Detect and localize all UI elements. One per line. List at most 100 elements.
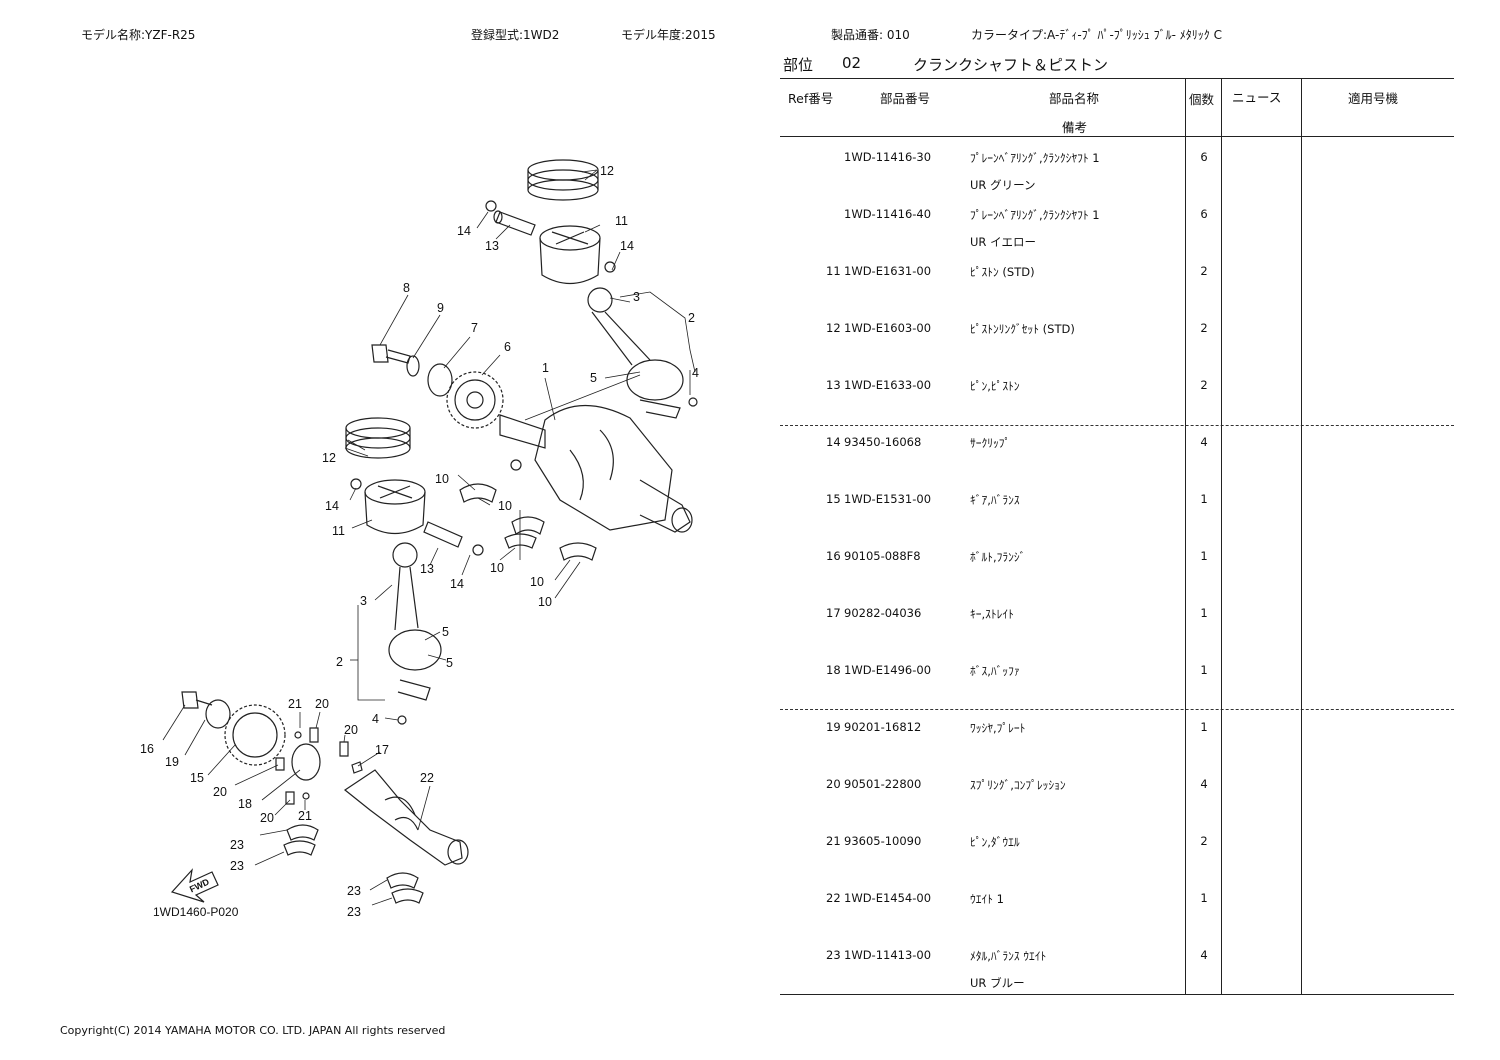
callout: 10 — [538, 595, 552, 609]
row-part-name: ｻｰｸﾘｯﾌﾟ — [970, 436, 1011, 450]
row-qty: 2 — [1200, 378, 1208, 392]
gear-6 — [446, 371, 504, 429]
parts-diagram: 12 14 13 11 14 8 9 7 6 1 3 2 5 4 12 14 1… — [140, 159, 699, 919]
row-part-name: ｽﾌﾟﾘﾝｸﾞ,ｺﾝﾌﾟﾚｯｼｮﾝ — [970, 778, 1066, 792]
spring-20-d — [285, 791, 295, 805]
row-ref: 15 — [826, 492, 841, 506]
callout: 20 — [213, 785, 227, 799]
row-part-name: ﾋﾟﾝ,ﾋﾟｽﾄﾝ — [970, 379, 1020, 393]
spring-20-c — [275, 757, 285, 771]
buffer-boss-18 — [291, 743, 321, 781]
row-part-name: ﾋﾟﾝ,ﾀﾞｳｴﾙ — [970, 835, 1020, 849]
balance-weight-metals-23 — [283, 824, 424, 904]
row-ref: 12 — [826, 321, 841, 335]
row-qty: 2 — [1200, 264, 1208, 278]
row-ref: 23 — [826, 948, 841, 962]
header-applicable: 適用号機 — [1348, 91, 1399, 106]
row-part-name: ﾜｯｼﾔ,ﾌﾟﾚｰﾄ — [970, 721, 1026, 735]
row-qty: 2 — [1200, 321, 1208, 335]
fwd-label: FWD — [188, 876, 211, 894]
callout: 21 — [298, 809, 312, 823]
row-part-name: ﾒﾀﾙ,ﾊﾞﾗﾝｽ ｳｴｲﾄ — [970, 949, 1047, 963]
col-divider — [1221, 78, 1222, 994]
header-news: ニュース — [1232, 90, 1282, 105]
callout: 19 — [165, 755, 179, 769]
spring-20-b — [339, 741, 349, 757]
spring-20-a — [309, 727, 319, 743]
model-name: モデル名称:YZF-R25 — [81, 28, 196, 42]
diagram-labels: 12 14 13 11 14 8 9 7 6 1 3 2 5 4 12 14 1… — [140, 164, 699, 919]
color-type: カラータイプ:A-ﾃﾞｨ-ﾌﾟ ﾊﾟ-ﾌﾟﾘｯｼｭ ﾌﾞﾙ- ﾒﾀﾘｯｸ C — [971, 28, 1222, 42]
row-part-no: 1WD-11416-30 — [844, 150, 932, 164]
row-qty: 1 — [1200, 891, 1208, 905]
dowel-pin-21-b — [302, 792, 310, 800]
piston-lower — [364, 479, 426, 535]
section-number: 02 — [842, 54, 862, 72]
callout: 5 — [590, 371, 597, 385]
callout: 14 — [620, 239, 634, 253]
table-bottom-rule — [780, 994, 1454, 995]
row-part-no: 90282-04036 — [844, 606, 922, 620]
header-part-no: 部品番号 — [880, 91, 931, 106]
header-part-name: 部品名称 — [1049, 91, 1100, 106]
row-part-no: 90501-22800 — [844, 777, 922, 791]
section-title: クランクシャフト＆ピストン — [913, 56, 1109, 74]
row-ref: 18 — [826, 663, 841, 677]
row-qty: 6 — [1200, 207, 1208, 221]
callout: 23 — [347, 884, 361, 898]
crankshaft — [499, 404, 693, 533]
callout: 22 — [420, 771, 434, 785]
row-qty: 1 — [1200, 492, 1208, 506]
plate-washer-19 — [205, 699, 231, 729]
row-ref: 13 — [826, 378, 841, 392]
callout: 14 — [450, 577, 464, 591]
callout: 7 — [471, 321, 478, 335]
dowel-pin-21-a — [294, 731, 302, 739]
row-qty: 4 — [1200, 948, 1208, 962]
model-year: モデル年度:2015 — [621, 28, 716, 42]
circlip-upper-2 — [604, 261, 616, 273]
row-qty: 6 — [1200, 150, 1208, 164]
row-ref: 11 — [826, 264, 841, 278]
callout: 21 — [288, 697, 302, 711]
circlip-lower-1 — [350, 478, 362, 490]
balance-weight-22 — [343, 769, 469, 866]
callout: 3 — [360, 594, 367, 608]
callout: 23 — [347, 905, 361, 919]
callout: 20 — [260, 811, 274, 825]
plain-bearings — [459, 483, 597, 561]
row-ref: 16 — [826, 549, 841, 563]
table-top-rule — [780, 78, 1454, 79]
row-part-no: 1WD-E1454-00 — [844, 891, 932, 905]
callout: 11 — [332, 524, 345, 538]
callout: 18 — [238, 797, 252, 811]
callout: 11 — [615, 214, 628, 228]
callout: 10 — [435, 472, 449, 486]
piston-upper — [539, 225, 601, 285]
row-part-no: 93450-16068 — [844, 435, 922, 449]
row-part-name: ﾌﾟﾚｰﾝﾍﾞｱﾘﾝｸﾞ,ｸﾗﾝｸｼﾔﾌﾄ 1 — [970, 208, 1100, 222]
callout: 23 — [230, 838, 244, 852]
row-qty: 4 — [1200, 435, 1208, 449]
copyright: Copyright(C) 2014 YAMAHA MOTOR CO. LTD. … — [60, 1024, 446, 1037]
callout: 8 — [403, 281, 410, 295]
row-ref: 20 — [826, 777, 841, 791]
row-part-name: ﾎﾞｽ,ﾊﾞｯﾌｧ — [970, 664, 1020, 678]
callout: 3 — [633, 290, 640, 304]
row-part-no: 90105-088F8 — [844, 549, 921, 563]
row-ref: 21 — [826, 834, 841, 848]
row-qty: 1 — [1200, 720, 1208, 734]
row-part-no: 1WD-E1633-00 — [844, 378, 932, 392]
row-remark: UR イエロー — [970, 235, 1036, 249]
callout: 6 — [504, 340, 511, 354]
flange-bolt-16 — [181, 691, 213, 709]
callout: 16 — [140, 742, 154, 756]
col-divider — [1301, 78, 1302, 994]
row-part-name: ﾎﾞﾙﾄ,ﾌﾗﾝｼﾞ — [970, 550, 1026, 564]
callout: 15 — [190, 771, 204, 785]
row-part-no: 1WD-E1631-00 — [844, 264, 932, 278]
row-qty: 1 — [1200, 549, 1208, 563]
registration-type: 登録型式:1WD2 — [471, 28, 560, 42]
callout: 4 — [692, 366, 699, 380]
callout: 10 — [490, 561, 504, 575]
